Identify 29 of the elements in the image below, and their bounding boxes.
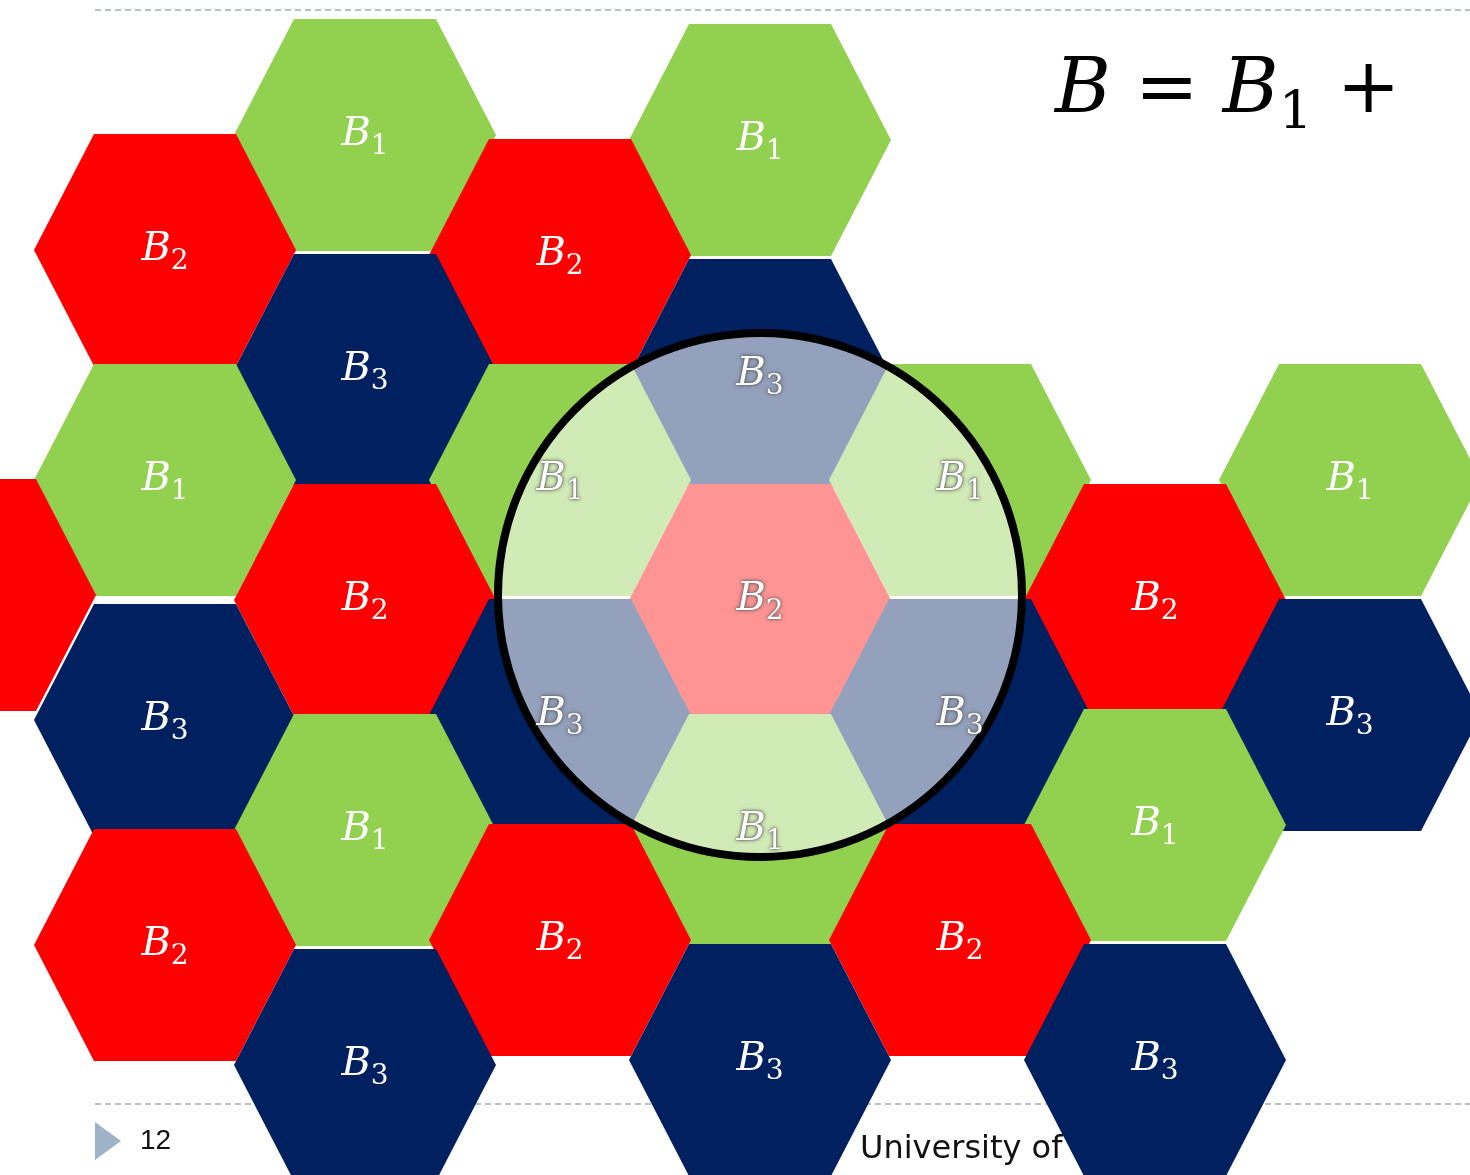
hex-label: B$_{3}$ (341, 1040, 389, 1090)
hex-label: B$_{1}$ (736, 805, 784, 855)
hex-label: B$_{1}$ (736, 115, 784, 165)
hex-label: B$_{1}$ (341, 110, 389, 160)
hex-label: B$_{3}$ (736, 350, 784, 400)
page-number: 12 (140, 1124, 172, 1156)
hex-label: B$_{3}$ (1326, 690, 1374, 740)
hex-label: B$_{3}$ (736, 1035, 784, 1085)
hex-label: B$_{2}$ (141, 225, 189, 275)
hex-label: B$_{3}$ (1131, 1035, 1179, 1085)
hex-label: B$_{2}$ (536, 915, 584, 965)
hex-label: B$_{3}$ (141, 695, 189, 745)
hex-label: B$_{1}$ (341, 805, 389, 855)
footer-text: University of (860, 1128, 1063, 1166)
hex-label: B$_{1}$ (141, 455, 189, 505)
hex-label: B$_{1}$ (1131, 800, 1179, 850)
hex-label: B$_{1}$ (1326, 455, 1374, 505)
hex-label: B$_{2}$ (1131, 575, 1179, 625)
hex-label: B$_{3}$ (341, 345, 389, 395)
hex-label: B$_{2}$ (936, 915, 984, 965)
hex-label: B$_{2}$ (341, 575, 389, 625)
formula-text: B = B$_{1}$ + (1055, 48, 1401, 138)
hex-label: B$_{2}$ (536, 230, 584, 280)
hex-label: B$_{3}$ (536, 690, 584, 740)
hex-label: B$_{2}$ (736, 575, 784, 625)
hex-label: B$_{3}$ (936, 690, 984, 740)
hex-label: B$_{1}$ (936, 455, 984, 505)
hex-label: B$_{2}$ (141, 920, 189, 970)
hex-label: B$_{1}$ (536, 455, 584, 505)
